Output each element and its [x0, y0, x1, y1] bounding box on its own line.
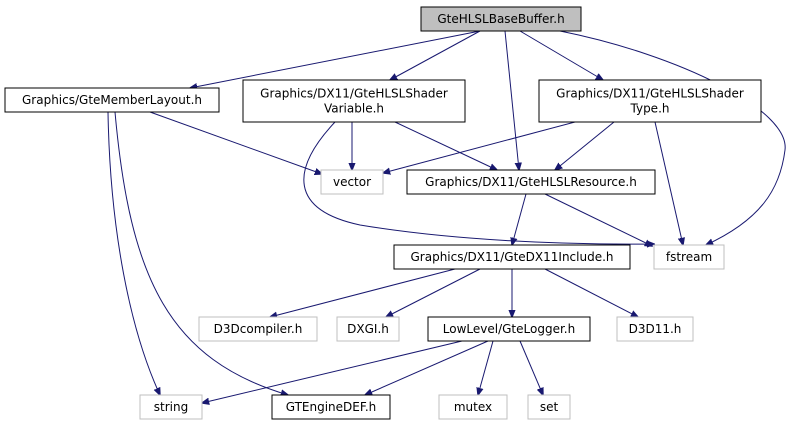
node-d3d11-box: [616, 316, 694, 342]
edge-logger-to-enginedef: [365, 340, 489, 395]
node-d3d11-label: D3D11.h: [629, 322, 682, 336]
node-vector: vector: [320, 169, 384, 195]
edge-logger-to-set: [519, 340, 543, 395]
node-string-label: string: [154, 400, 188, 414]
edge-memberlayout-to-string: [107, 111, 160, 395]
edge-root-to-fstream: [559, 30, 786, 245]
edge-resource-to-fstream: [544, 193, 652, 246]
edge-dx11include-to-dxgi: [386, 268, 481, 317]
edge-root-to-memberlayout: [190, 30, 481, 88]
edge-shadertype-to-resource: [555, 121, 615, 170]
node-vector-label: vector: [333, 175, 371, 189]
node-d3dcompiler: D3Dcompiler.h: [198, 316, 318, 342]
node-shadertype-box: [538, 79, 762, 123]
edge-shadervar-to-fstream: [303, 121, 654, 244]
node-resource-label: Graphics/DX11/GteHLSLResource.h: [425, 175, 637, 189]
node-d3d11: D3D11.h: [616, 316, 694, 342]
node-dx11include-box: [393, 244, 631, 270]
node-shadervar-label: Variable.h: [324, 102, 384, 116]
edge-logger-to-mutex: [478, 340, 494, 395]
edge-shadervar-to-resource: [394, 121, 497, 170]
edge-dx11include-to-d3d11: [544, 268, 638, 317]
edge-resource-to-dx11include: [512, 193, 527, 245]
node-fstream: fstream: [653, 244, 725, 270]
node-logger-label: LowLevel/GteLogger.h: [443, 322, 575, 336]
node-mutex-label: mutex: [454, 400, 492, 414]
node-enginedef-label: GTEngineDEF.h: [286, 400, 377, 414]
node-fstream-box: [653, 244, 725, 270]
node-set-label: set: [540, 400, 559, 414]
node-memberlayout-label: Graphics/GteMemberLayout.h: [22, 93, 202, 107]
node-dxgi: DXGI.h: [336, 316, 400, 342]
edge-logger-to-string: [202, 340, 463, 403]
node-logger[interactable]: LowLevel/GteLogger.h: [427, 316, 591, 342]
node-string-box: [139, 394, 203, 420]
node-shadervar-label: Graphics/DX11/GteHLSLShader: [260, 87, 448, 101]
node-root-box: [420, 6, 582, 32]
edge-shadertype-to-vector: [383, 121, 576, 173]
node-enginedef[interactable]: GTEngineDEF.h: [271, 394, 391, 420]
node-dxgi-box: [336, 316, 400, 342]
node-logger-box: [427, 316, 591, 342]
node-d3dcompiler-label: D3Dcompiler.h: [214, 322, 303, 336]
edge-memberlayout-to-vector: [149, 111, 322, 174]
node-d3dcompiler-box: [198, 316, 318, 342]
node-dx11include-label: Graphics/DX11/GteDX11Include.h: [410, 250, 613, 264]
node-set-box: [527, 394, 571, 420]
node-shadertype-label: Type.h: [630, 102, 670, 116]
node-resource-box: [406, 169, 656, 195]
node-memberlayout-box: [4, 87, 220, 113]
node-memberlayout[interactable]: Graphics/GteMemberLayout.h: [4, 87, 220, 113]
node-shadervar-box: [242, 79, 466, 123]
edge-dx11include-to-d3dcompiler: [270, 268, 456, 317]
edge-memberlayout-to-enginedef: [114, 111, 288, 395]
node-fstream-label: fstream: [666, 250, 712, 264]
node-shadertype-label: Graphics/DX11/GteHLSLShader: [556, 87, 744, 101]
node-resource[interactable]: Graphics/DX11/GteHLSLResource.h: [406, 169, 656, 195]
node-root[interactable]: GteHLSLBaseBuffer.h: [420, 6, 582, 32]
node-string: string: [139, 394, 203, 420]
node-set: set: [527, 394, 571, 420]
node-root-label: GteHLSLBaseBuffer.h: [437, 12, 564, 26]
node-enginedef-box: [271, 394, 391, 420]
node-mutex-box: [438, 394, 508, 420]
edge-root-to-shadervar: [390, 30, 481, 80]
edge-shadertype-to-fstream: [654, 121, 683, 245]
node-vector-box: [320, 169, 384, 195]
edge-root-to-shadertype: [519, 30, 603, 80]
nodes: GteHLSLBaseBuffer.hGraphics/GteMemberLay…: [4, 6, 762, 420]
edges: [107, 30, 786, 403]
node-dx11include[interactable]: Graphics/DX11/GteDX11Include.h: [393, 244, 631, 270]
node-mutex: mutex: [438, 394, 508, 420]
node-dxgi-label: DXGI.h: [347, 322, 389, 336]
edge-root-to-resource: [504, 30, 519, 170]
